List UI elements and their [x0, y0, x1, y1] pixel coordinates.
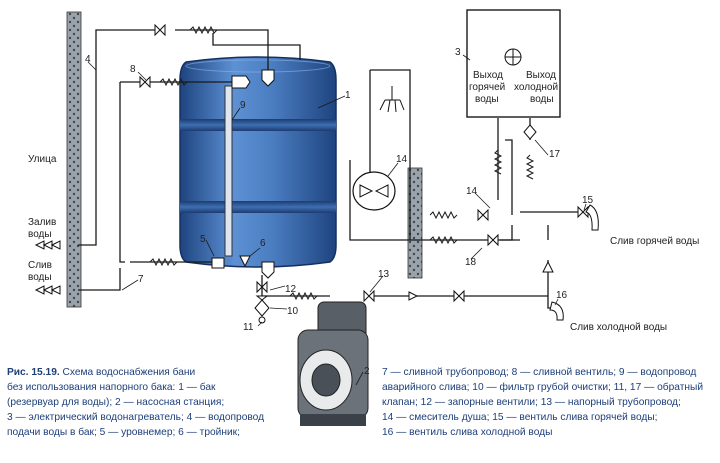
tee-fitting — [239, 255, 251, 268]
callout-2: 2 — [364, 366, 370, 377]
caption-right: 7 — сливной трубопровод; 8 — сливной вен… — [382, 365, 703, 440]
caption-line: Рис. 15.19. Схема водоснабжения бани — [7, 365, 264, 380]
pump-station — [297, 301, 369, 426]
callout-3: 3 — [455, 47, 461, 58]
callout-18: 18 — [465, 257, 477, 268]
drain-water-label-1: Слив — [28, 260, 52, 271]
hot-drain-label: Слив горячей воды — [610, 236, 699, 247]
heater-cold-out-1: Выход — [526, 70, 556, 81]
cold-drain-label: Слив холодной воды — [570, 322, 667, 333]
caption-line: подачи воды в бак; 5 — уровнемер; 6 — тр… — [7, 427, 240, 438]
callout-numbers: 1 2 3 4 5 6 7 8 9 10 11 12 13 14 14 15 1… — [85, 47, 594, 377]
valves — [139, 23, 589, 303]
caption-line: аварийного слива; 10 — фильтр грубой очи… — [382, 382, 704, 393]
callout-6: 6 — [260, 238, 266, 249]
callout-10: 10 — [287, 306, 299, 317]
shower-mixer — [352, 86, 405, 211]
caption-line: без использования напорного бака: 1 — ба… — [7, 382, 216, 393]
callout-12: 12 — [285, 284, 297, 295]
callout-15: 15 — [582, 195, 594, 206]
heater-dial — [504, 48, 522, 66]
callout-5: 5 — [200, 234, 206, 245]
heater-wall — [407, 167, 423, 279]
drain-water-label-2: воды — [28, 272, 52, 283]
heater-hot-out-2: горячей — [469, 82, 505, 93]
callout-11: 11 — [243, 322, 254, 333]
flow-arrows — [255, 260, 554, 301]
caption-text: Схема водоснабжения бани — [59, 367, 196, 378]
callout-13: 13 — [378, 269, 390, 280]
caption-line: 14 — смеситель душа; 15 — вентиль слива … — [382, 412, 658, 423]
callout-leaders — [87, 54, 587, 386]
wall-arrows — [34, 240, 61, 295]
callout-8: 8 — [130, 64, 136, 75]
callout-9: 9 — [240, 100, 246, 111]
heater-hot-out-1: Выход — [473, 70, 503, 81]
check-valve-17 — [523, 124, 537, 140]
callout-1: 1 — [345, 90, 351, 101]
fill-water-label-2: воды — [28, 229, 52, 240]
callout-14-mixer: 14 — [396, 154, 408, 165]
callout-4: 4 — [85, 54, 91, 65]
pipes — [78, 29, 590, 309]
level-gauge — [211, 257, 225, 269]
emergency-overflow-pipe — [224, 85, 233, 257]
street-wall — [66, 11, 82, 308]
street-label: Улица — [28, 154, 57, 165]
water-tank — [179, 56, 337, 268]
caption-line: 3 — электрический водонагреватель; 4 — в… — [7, 412, 265, 423]
caption-line: 16 — вентиль слива холодной воды — [382, 427, 553, 438]
hose-hatching — [149, 25, 535, 301]
caption-left: Рис. 15.19. Схема водоснабжения бани без… — [7, 365, 264, 440]
callout-7: 7 — [138, 274, 144, 285]
heater-cold-out-3: воды — [530, 94, 554, 105]
diagram-labels: Улица Залив воды Слив воды Выход горячей… — [28, 70, 699, 333]
callout-17: 17 — [549, 149, 561, 160]
heater-hot-out-3: воды — [475, 94, 499, 105]
caption-line: (резервуар для воды); 2 — насосная станц… — [7, 397, 225, 408]
float-valves — [231, 69, 275, 279]
callout-14-valve: 14 — [466, 186, 478, 197]
callout-16: 16 — [556, 290, 568, 301]
caption-line: 7 — сливной трубопровод; 8 — сливной вен… — [382, 367, 697, 378]
heater-cold-out-2: холодной — [514, 82, 558, 93]
filter-and-check-valve — [254, 299, 270, 324]
fill-water-label-1: Залив — [28, 217, 56, 228]
caption-line: клапан; 12 — запорные вентили; 13 — напо… — [382, 397, 681, 408]
drain-taps — [549, 204, 599, 321]
figure-number: Рис. 15.19. — [7, 367, 60, 378]
